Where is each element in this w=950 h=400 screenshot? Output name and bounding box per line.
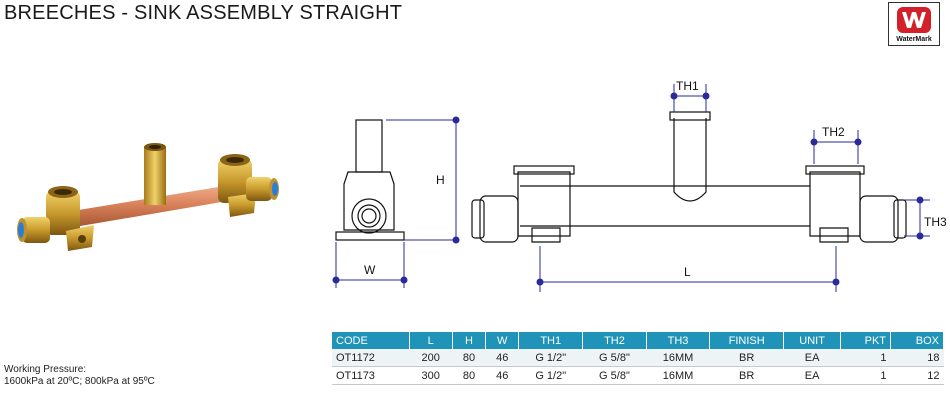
cell-th2: G 5/8" <box>582 366 647 385</box>
col-h: H <box>452 332 487 349</box>
cell-th1: G 1/2" <box>518 366 583 385</box>
table-header-row: CODE L H W TH1 TH2 TH3 FINISH UNIT PKT B… <box>332 332 944 349</box>
pressure-heading: Working Pressure: <box>4 364 87 375</box>
col-l: L <box>409 332 453 349</box>
cell-l: 300 <box>409 366 453 385</box>
dimension-h-label: H <box>436 173 445 187</box>
front-view-right-elbow <box>809 171 861 237</box>
col-th1: TH1 <box>518 332 584 349</box>
specification-table: CODE L H W TH1 TH2 TH3 FINISH UNIT PKT B… <box>332 332 944 385</box>
side-view-base <box>335 231 405 241</box>
col-th3: TH3 <box>646 332 711 349</box>
col-th2: TH2 <box>582 332 647 349</box>
dimension-w-label: W <box>364 263 376 277</box>
side-view-riser <box>355 119 383 173</box>
side-view-body <box>343 171 395 231</box>
cell-finish: BR <box>709 366 784 385</box>
cell-unit: EA <box>783 349 841 367</box>
working-pressure-note: Working Pressure: 1600kPa at 20ºC; 800kP… <box>4 364 155 388</box>
cell-box: 18 <box>890 349 944 367</box>
dimension-l-label: L <box>684 265 691 279</box>
product-photo <box>17 143 279 251</box>
side-view-port <box>351 198 387 234</box>
col-unit: UNIT <box>783 332 842 349</box>
technical-drawing: H W L TH1 TH2 TH3 <box>332 79 947 292</box>
cell-unit: EA <box>783 366 841 385</box>
cell-pkt: 1 <box>840 349 891 367</box>
logo-text: WaterMark <box>896 36 932 43</box>
cell-h: 80 <box>452 349 486 367</box>
front-view-pipe <box>520 185 810 227</box>
watermark-logo: WaterMark <box>888 2 940 46</box>
cell-th1: G 1/2" <box>518 349 583 367</box>
col-finish: FINISH <box>709 332 785 349</box>
front-view-right-coupler <box>859 195 899 243</box>
cell-l: 200 <box>409 349 453 367</box>
cell-code: OT1172 <box>332 349 410 367</box>
front-view-tee <box>673 118 707 202</box>
front-view-left-coupler <box>479 195 519 243</box>
col-w: W <box>485 332 520 349</box>
dimension-th3-label: TH3 <box>924 215 947 229</box>
cell-box: 12 <box>890 366 944 385</box>
dimension-th2-label: TH2 <box>822 125 845 139</box>
cell-pkt: 1 <box>840 366 891 385</box>
cell-code: OT1173 <box>332 366 410 385</box>
cell-finish: BR <box>709 349 784 367</box>
col-box: BOX <box>890 332 944 349</box>
cell-th2: G 5/8" <box>582 349 647 367</box>
cell-h: 80 <box>452 366 486 385</box>
col-code: CODE <box>332 332 410 349</box>
cell-w: 46 <box>485 366 519 385</box>
table-row: OT1172 200 80 46 G 1/2" G 5/8" 16MM BR E… <box>332 349 944 367</box>
cell-th3: 16MM <box>646 366 710 385</box>
watermark-w-icon <box>897 7 931 33</box>
cell-th3: 16MM <box>646 349 710 367</box>
dimension-th1-label: TH1 <box>676 79 699 93</box>
pressure-values: 1600kPa at 20ºC; 800kPa at 95ºC <box>4 376 155 387</box>
cell-w: 46 <box>485 349 519 367</box>
col-pkt: PKT <box>840 332 892 349</box>
table-row: OT1173 300 80 46 G 1/2" G 5/8" 16MM BR E… <box>332 366 944 385</box>
page-title: BREECHES - SINK ASSEMBLY STRAIGHT <box>4 2 403 24</box>
